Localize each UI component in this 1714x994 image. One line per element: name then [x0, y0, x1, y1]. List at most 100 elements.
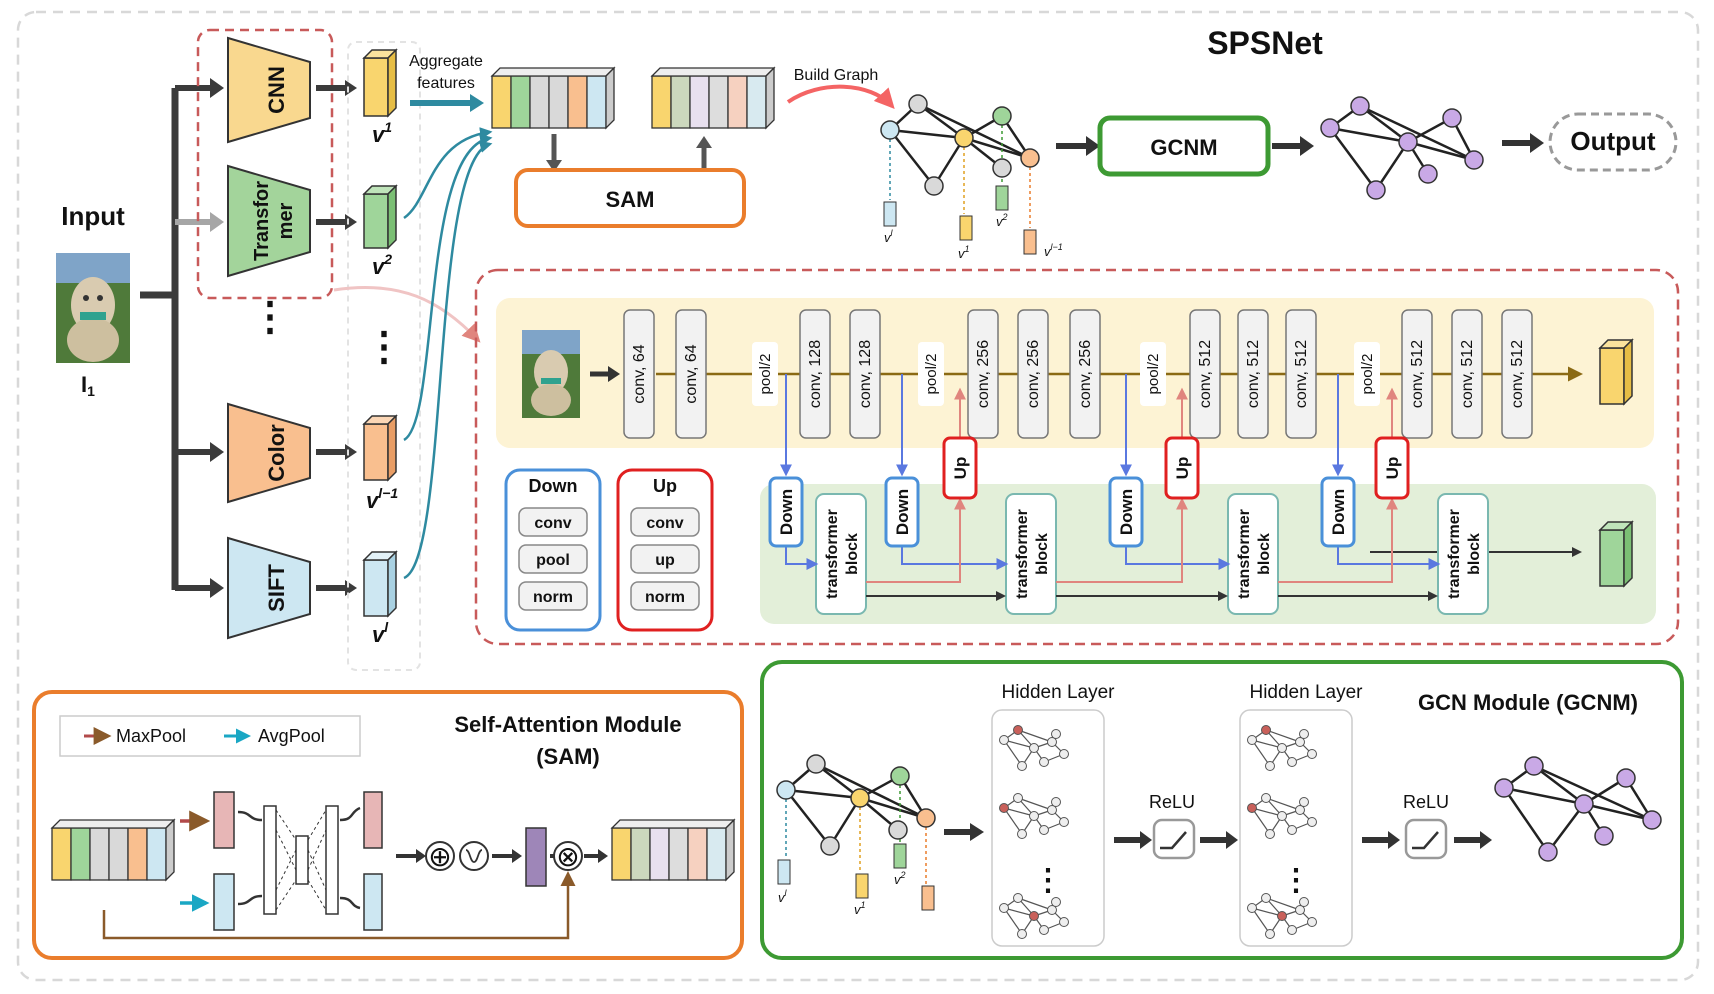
mini-graph-node [1013, 893, 1023, 903]
down-block[interactable] [1320, 476, 1356, 548]
transformer-block[interactable] [1437, 493, 1489, 615]
gcnm-box[interactable] [1097, 115, 1271, 177]
gcn-input-graph [776, 754, 936, 884]
output-graph-node [1350, 96, 1370, 116]
feature-ellipsis: ⋮ [364, 325, 404, 369]
mini-graph-node [1051, 897, 1061, 907]
up-block[interactable] [942, 436, 978, 500]
samout-slice [670, 75, 691, 129]
gcn-in-node [776, 780, 796, 800]
conv-block[interactable] [1237, 309, 1269, 439]
conv-block[interactable] [1189, 309, 1221, 439]
cnn-extractor[interactable]: CNN [227, 36, 311, 144]
down-block[interactable] [768, 476, 804, 548]
mini-graph-node [1029, 743, 1039, 753]
graph1-node [1020, 148, 1040, 168]
hidden-layer-2-label: Hidden Layer [1249, 682, 1363, 703]
conv-block[interactable] [623, 309, 655, 439]
agg-slice [567, 75, 588, 129]
mini-graph-node [1247, 803, 1257, 813]
mini-graph-node [1287, 825, 1297, 835]
gcn-output-graph [1494, 756, 1662, 862]
down-block[interactable] [884, 476, 920, 548]
conv-block[interactable] [1451, 309, 1483, 439]
g1-v2: v2 [996, 212, 1008, 229]
pool-label: pool/2 [1359, 354, 1376, 395]
transformer-block[interactable] [1005, 493, 1057, 615]
sam-box[interactable] [514, 168, 746, 228]
mini-graph-node [1051, 797, 1061, 807]
hidden2-ellipsis: ⋮ [1281, 864, 1311, 897]
built-graph [880, 94, 1040, 228]
down-block[interactable] [1108, 476, 1144, 548]
samin-slice [70, 827, 91, 881]
conv-block[interactable] [849, 309, 881, 439]
samout-slice [727, 75, 748, 129]
conv-block[interactable] [799, 309, 831, 439]
conv-block[interactable] [1501, 309, 1533, 439]
graph1-node [992, 106, 1012, 126]
mini-graph-node [1261, 725, 1271, 735]
agg-slice [586, 75, 607, 129]
v2-label: v2 [372, 251, 392, 279]
add-op-symbol: ⊕ [428, 841, 451, 872]
spsnet-title: SPSNet [1207, 25, 1323, 61]
mini-graph-node [1261, 893, 1271, 903]
pool-label: pool/2 [923, 354, 940, 395]
mini-graph-node [1247, 735, 1257, 745]
multiply-op [553, 841, 583, 871]
aggregate-line2: features [417, 75, 475, 92]
mini-graph-node [1307, 749, 1317, 759]
extractor-arrows [316, 85, 345, 591]
mini-graph-node [1265, 929, 1275, 939]
output-graph-node [1366, 180, 1386, 200]
agg-slice [529, 75, 550, 129]
conv-block-label: conv, 128 [857, 340, 874, 408]
transformer-block[interactable] [1227, 493, 1279, 615]
gcn-panel-title: GCN Module (GCNM) [1418, 690, 1638, 715]
conv-block[interactable] [1069, 309, 1101, 439]
gcn-out-node [1616, 768, 1636, 788]
color-extractor[interactable]: Color [227, 402, 311, 504]
graph1-node [924, 176, 944, 196]
conv-block-label: conv, 64 [683, 344, 700, 403]
mini-graph-node [1047, 805, 1057, 815]
mini-graph-node [1017, 761, 1027, 771]
mini-graph-node [1277, 743, 1287, 753]
samout2-slice [668, 827, 689, 881]
down-legend-title: Down [529, 476, 578, 496]
agg-slice [548, 75, 569, 129]
output-graph-node [1398, 132, 1418, 152]
samout2-slice [649, 827, 670, 881]
sift-extractor[interactable]: SIFT [227, 536, 311, 640]
down-label: Down [1117, 489, 1136, 535]
conv-block[interactable] [1401, 309, 1433, 439]
mini-graph-node [1051, 729, 1061, 739]
conv-block[interactable] [967, 309, 999, 439]
mini-graph-node [1299, 897, 1309, 907]
graph1-node [992, 158, 1012, 178]
conv-block[interactable] [675, 309, 707, 439]
agg-slice [510, 75, 531, 129]
up-block[interactable] [1374, 436, 1410, 500]
down-label: Down [1329, 489, 1348, 535]
agg-slice [491, 75, 512, 129]
mini-graph-node [1013, 725, 1023, 735]
conv-block[interactable] [1285, 309, 1317, 439]
output-graph-node [1418, 164, 1438, 184]
v1-label: v1 [372, 119, 392, 147]
sam-input-stack [50, 818, 176, 882]
sam-panel [32, 690, 744, 960]
sam-skip-connection [102, 871, 576, 940]
samin-slice [146, 827, 167, 881]
transformer-block[interactable] [815, 493, 867, 615]
output-box[interactable] [1548, 112, 1678, 172]
conv-block[interactable] [1017, 309, 1049, 439]
output-graph-node [1464, 150, 1484, 170]
up-block[interactable] [1164, 436, 1200, 500]
